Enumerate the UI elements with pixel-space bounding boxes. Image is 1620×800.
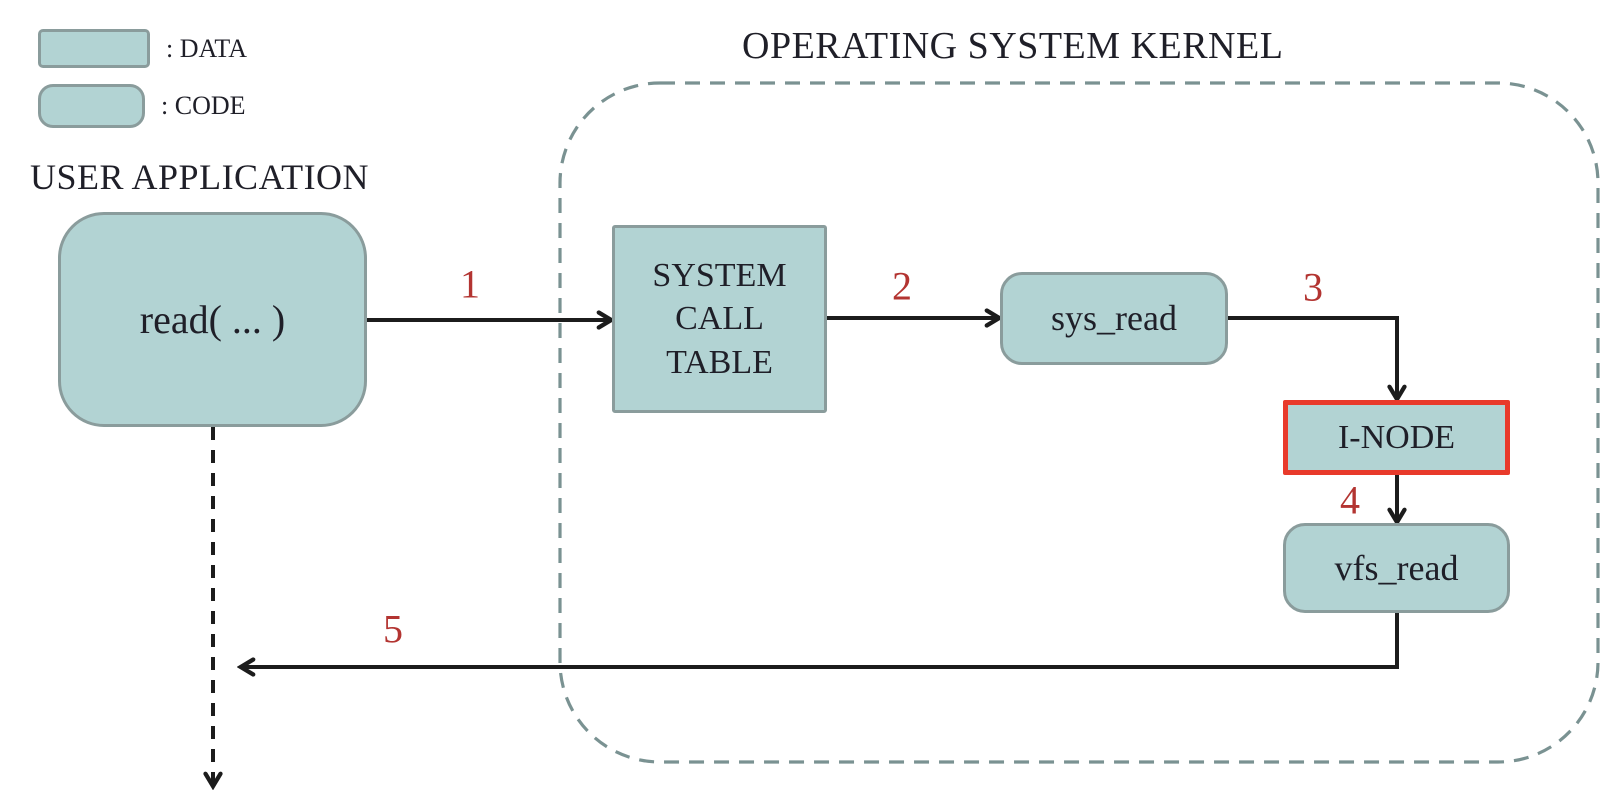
arrow-step-5	[242, 613, 1399, 667]
user-application-title: USER APPLICATION	[30, 157, 370, 197]
step-label-5: 5	[383, 606, 403, 652]
kernel-boundary	[558, 81, 1600, 764]
node-sys-read-label: sys_read	[1051, 298, 1177, 339]
legend-code-label: : CODE	[161, 91, 246, 120]
node-inode: I-NODE	[1283, 400, 1510, 475]
step-label-3: 3	[1303, 264, 1323, 310]
legend-data-label: : DATA	[166, 33, 247, 63]
step-label-1: 1	[460, 261, 480, 307]
sct-line-1: SYSTEM	[652, 256, 787, 294]
node-read-call-label: read( ... )	[139, 296, 286, 342]
sct-line-2: CALL	[675, 300, 764, 338]
node-system-call-table-label: SYSTEM CALL TABLE	[652, 254, 786, 385]
node-vfs-read: vfs_read	[1283, 523, 1510, 613]
data-swatch-icon	[38, 29, 150, 68]
node-sys-read: sys_read	[1000, 272, 1228, 365]
node-system-call-table: SYSTEM CALL TABLE	[612, 225, 827, 413]
legend-code-row: : CODE	[38, 84, 246, 128]
node-vfs-read-label: vfs_read	[1334, 547, 1459, 588]
step-label-2: 2	[892, 263, 912, 309]
kernel-title: OPERATING SYSTEM KERNEL	[742, 25, 1284, 67]
sct-line-3: TABLE	[666, 343, 773, 381]
code-swatch-icon	[38, 84, 145, 128]
step-label-4: 4	[1340, 477, 1360, 523]
node-inode-label: I-NODE	[1337, 418, 1456, 456]
node-read-call: read( ... )	[58, 212, 367, 427]
arrow-step-3	[1228, 316, 1397, 398]
legend-data-row: : DATA	[38, 29, 247, 68]
